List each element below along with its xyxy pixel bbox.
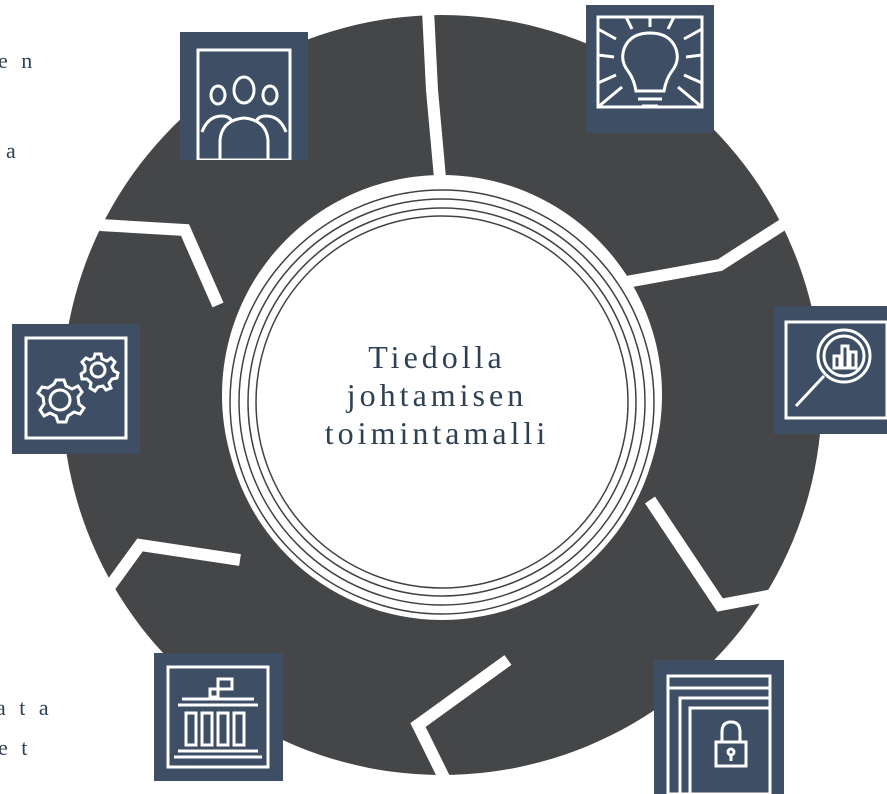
center-ring-1 xyxy=(229,189,655,615)
side-text-bottom-left-2: e t xyxy=(0,735,32,760)
padlock-window-icon-box xyxy=(654,660,784,794)
padlock-window-icon xyxy=(666,674,772,794)
people-group-icon-box xyxy=(180,32,308,160)
people-group-icon xyxy=(196,48,292,160)
center-title: Tiedolla johtamisen toimintamalli xyxy=(300,338,574,452)
small-gear-icon xyxy=(79,352,120,393)
side-text-top-left-2: a xyxy=(6,138,20,163)
center-title-line-3: toimintamalli xyxy=(324,415,550,451)
gap-lower-left xyxy=(95,538,241,604)
side-text-bottom-left-1: a t a xyxy=(0,695,53,720)
building-flag-icon-box xyxy=(154,653,283,781)
gap-bottom xyxy=(410,655,512,794)
center-ring-2 xyxy=(238,198,646,606)
large-gear-icon xyxy=(35,378,87,424)
segment-gaps xyxy=(95,9,802,794)
gears-icon xyxy=(24,336,128,440)
gap-top xyxy=(422,9,446,179)
center-title-line-2: johtamisen xyxy=(346,377,528,413)
magnifier-chart-icon xyxy=(784,320,887,420)
lightbulb-icon-box xyxy=(586,5,714,133)
center-title-line-1: Tiedolla xyxy=(368,339,506,375)
gap-upper-right xyxy=(608,214,794,291)
cycle-ring xyxy=(61,15,822,775)
center-disc xyxy=(224,184,660,620)
gap-lower-right xyxy=(645,496,802,612)
lightbulb-icon xyxy=(596,15,704,109)
magnifier-chart-icon-box xyxy=(774,306,887,434)
gap-upper-left xyxy=(99,219,224,308)
gears-icon-box xyxy=(12,324,140,454)
building-flag-icon xyxy=(166,665,270,769)
side-text-top-left-1: e n xyxy=(0,48,37,73)
center-ring-4 xyxy=(255,215,629,589)
center-ring-3 xyxy=(247,207,637,597)
